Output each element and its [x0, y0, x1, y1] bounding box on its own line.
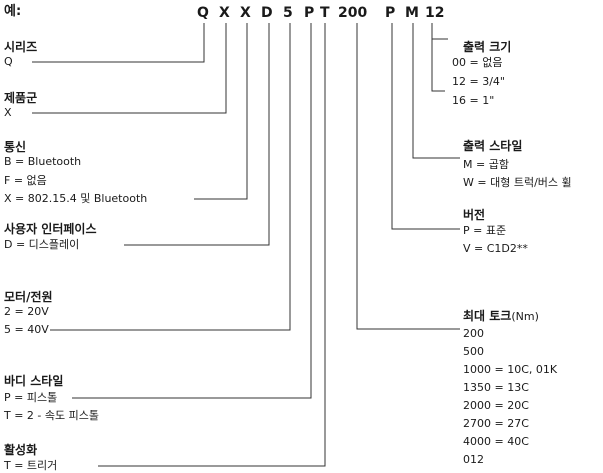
ui-title: 사용자 인터페이스 — [4, 222, 97, 236]
connector-output-style — [412, 23, 460, 159]
max-torque-line: 2000 = 20C — [463, 399, 529, 412]
output-size-line: 12 = 3/4" — [452, 75, 505, 88]
activation-title: 활성화 — [4, 443, 38, 457]
connector-product-group — [32, 23, 227, 114]
version-line: V = C1D2** — [463, 242, 528, 255]
code-char-activation: T — [320, 5, 330, 21]
code-char-output-style: M — [405, 5, 419, 21]
output-style-title: 출력 스타일 — [463, 139, 523, 153]
output-style-line: M = 곱함 — [463, 158, 509, 171]
comm-line: B = Bluetooth — [4, 155, 82, 168]
max-torque-unit: (Nm) — [511, 310, 539, 323]
output-size-line: 00 = 없음 — [452, 56, 503, 69]
output-size-title: 출력 크기 — [463, 40, 512, 54]
code-char-output-size: 12 — [425, 5, 445, 21]
motor-title: 모터/전원 — [4, 290, 53, 304]
code-char-ui: D — [261, 5, 273, 21]
comm-line: X = 802.15.4 및 Bluetooth — [4, 192, 148, 205]
code-char-version: P — [385, 5, 396, 21]
max-torque-title: 최대 토크(Nm) — [463, 309, 539, 323]
product-group-title: 제품군 — [4, 91, 38, 105]
series-title: 시리즈 — [4, 40, 38, 54]
output-size-line: 16 = 1" — [452, 94, 495, 107]
connector-ui — [124, 23, 270, 246]
code-char-body: P — [304, 5, 315, 21]
connector-comm — [194, 23, 248, 200]
comm-line: F = 없음 — [4, 174, 47, 187]
connector-activation — [98, 23, 326, 467]
max-torque-line: 012 — [463, 453, 484, 466]
code-char-comm: X — [240, 5, 251, 21]
activation-line: T = 트리거 — [4, 459, 58, 472]
max-torque-line: 4000 = 40C — [463, 435, 529, 448]
connector-body — [72, 23, 312, 399]
series-line: Q — [4, 55, 13, 68]
motor-line: 5 = 40V — [4, 323, 49, 336]
connector-torque — [356, 23, 460, 330]
comm-title: 통신 — [4, 140, 27, 154]
body-title: 바디 스타일 — [4, 374, 64, 388]
connector-series — [32, 23, 205, 63]
code-char-torque: 200 — [338, 5, 368, 21]
motor-line: 2 = 20V — [4, 305, 49, 318]
code-char-product-group: X — [219, 5, 230, 21]
max-torque-line: 200 — [463, 327, 484, 340]
code-char-motor: 5 — [283, 5, 293, 21]
max-torque-line: 2700 = 27C — [463, 417, 529, 430]
connector-output-size — [431, 23, 445, 92]
connector-motor — [50, 23, 291, 331]
body-line: T = 2 - 속도 피스톨 — [4, 409, 99, 422]
ui-line: D = 디스플레이 — [4, 238, 80, 251]
code-char-series: Q — [197, 5, 209, 21]
body-line: P = 피스톨 — [4, 391, 58, 404]
max-torque-line: 1350 = 13C — [463, 381, 529, 394]
version-line: P = 표준 — [463, 224, 507, 237]
version-title: 버전 — [463, 208, 486, 222]
max-torque-line: 1000 = 10C, 01K — [463, 363, 558, 376]
connector-version — [391, 23, 460, 230]
max-torque-line: 500 — [463, 345, 484, 358]
output-style-line: W = 대형 트럭/버스 휠 — [463, 176, 572, 189]
product-group-line: X — [4, 106, 12, 119]
example-label: 예: — [4, 4, 22, 19]
